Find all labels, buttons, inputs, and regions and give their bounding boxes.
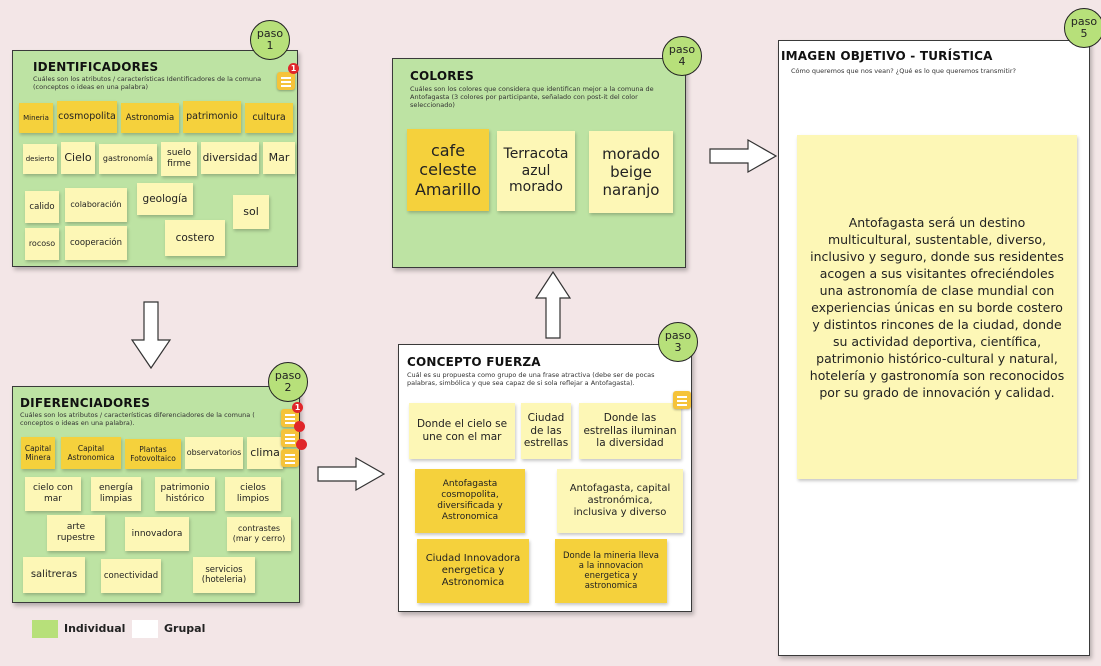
sticky-note: desierto (23, 144, 57, 174)
comment-icon[interactable] (673, 391, 691, 409)
sticky-note: Terracota azul morado (497, 131, 575, 211)
notification-badge: 1 (288, 63, 299, 74)
notification-badge: 1 (292, 402, 303, 413)
panel-subtitle: Cuál es su propuesta como grupo de una f… (407, 371, 655, 387)
arrow-up-icon (534, 270, 572, 339)
panel-title: CONCEPTO FUERZA (407, 355, 541, 369)
step-badge: paso 1 (250, 20, 290, 60)
sticky-note: Ciudad de las estrellas (521, 403, 571, 459)
sticky-note: colaboración (65, 188, 127, 222)
objective-text: Antofagasta será un destino multicultura… (809, 214, 1065, 400)
objective-sticky-note: Antofagasta será un destino multicultura… (797, 135, 1077, 479)
sticky-note: Mineria (19, 103, 53, 133)
step-badge: paso 5 (1064, 8, 1101, 48)
sticky-note: servicios (hoteleria) (193, 557, 255, 593)
step-label: paso 2 (274, 369, 302, 394)
panel-subtitle: Cuáles son los atributos / característic… (33, 75, 262, 91)
sticky-note: calido (25, 191, 59, 223)
arrow-right-icon (317, 456, 386, 492)
panel-identificadores: IDENTIFICADORES Cuáles son los atributos… (12, 50, 299, 267)
sticky-note: cooperación (65, 226, 127, 260)
comment-icon[interactable] (277, 72, 295, 90)
sticky-note: Capital Astronomica (61, 437, 121, 469)
panel-title: IMAGEN OBJETIVO - TURÍSTICA (781, 49, 993, 63)
panel-imagen-objetivo: IMAGEN OBJETIVO - TURÍSTICA Cómo queremo… (778, 40, 1090, 656)
sticky-note: Cielo (61, 142, 95, 174)
sticky-note: Donde el cielo se une con el mar (409, 403, 515, 459)
sticky-note: morado beige naranjo (589, 131, 673, 213)
step-badge: paso 2 (268, 362, 308, 402)
sticky-note: cafe celeste Amarillo (407, 129, 489, 211)
sticky-note: Antofagasta cosmopolita, diversificada y… (415, 469, 525, 533)
sticky-note: suelo firme (161, 142, 197, 176)
legend-label-grupal: Grupal (164, 622, 206, 635)
comment-icon[interactable] (281, 449, 299, 467)
step-label: paso 3 (664, 329, 692, 354)
sticky-note: rocoso (25, 228, 59, 260)
sticky-note: gastronomía (99, 144, 157, 174)
arrow-right-icon (709, 138, 778, 174)
sticky-note: cielo con mar (25, 477, 81, 511)
step-label: paso 4 (668, 43, 696, 68)
sticky-note: salitreras (23, 557, 85, 593)
sticky-note: Capital Minera (21, 437, 55, 469)
notification-badge (296, 439, 307, 450)
sticky-note: geología (137, 183, 193, 215)
panel-diferenciadores: DIFERENCIADORES Cuáles son los atributos… (12, 386, 307, 603)
step-label: paso 5 (1070, 15, 1098, 40)
comment-icon[interactable] (281, 429, 299, 447)
step-badge: paso 4 (662, 36, 702, 76)
sticky-note: observatorios (185, 437, 243, 469)
sticky-note: cielos limpios (225, 477, 281, 511)
sticky-note: diversidad (201, 142, 259, 174)
sticky-note: costero (165, 220, 225, 256)
sticky-note: sol (233, 195, 269, 229)
panel-subtitle: Cuáles son los atributos / característic… (20, 411, 255, 427)
sticky-note: patrimonio histórico (155, 477, 215, 511)
panel-title: COLORES (410, 69, 474, 83)
sticky-note: patrimonio (183, 101, 241, 133)
sticky-note: arte rupestre (47, 515, 105, 551)
sticky-note: cosmopolita (57, 101, 117, 133)
sticky-note: contrastes (mar y cerro) (227, 517, 291, 551)
panel-subtitle: Cuáles son los colores que considera que… (410, 85, 654, 109)
legend-swatch-grupal (132, 620, 158, 638)
sticky-note: cultura (245, 103, 293, 133)
sticky-note: clima (247, 437, 283, 469)
sticky-note: conectividad (101, 559, 161, 593)
notification-badge (294, 421, 305, 432)
legend-label-individual: Individual (64, 622, 126, 635)
panel-colores: COLORES Cuáles son los colores que consi… (392, 58, 686, 268)
step-badge: paso 3 (658, 322, 698, 362)
sticky-note: Ciudad Innovadora energetica y Astronomi… (417, 539, 529, 603)
panel-title: DIFERENCIADORES (20, 396, 151, 410)
sticky-note: Donde la mineria lleva a la innovacion e… (555, 539, 667, 603)
panel-concepto-fuerza: CONCEPTO FUERZA Cuál es su propuesta com… (398, 344, 692, 612)
panel-title: IDENTIFICADORES (33, 60, 159, 74)
sticky-note: Plantas Fotovoltaico (125, 439, 181, 469)
sticky-note: Astronomia (121, 103, 179, 133)
legend-swatch-individual (32, 620, 58, 638)
sticky-note: innovadora (125, 517, 189, 551)
panel-subtitle: Cómo queremos que nos vean? ¿Qué es lo q… (791, 67, 1016, 75)
sticky-note: Antofagasta, capital astronómica, inclus… (557, 469, 683, 533)
sticky-note: Mar (263, 142, 295, 174)
sticky-note: Donde las estrellas iluminan la diversid… (579, 403, 681, 459)
step-label: paso 1 (256, 27, 284, 52)
sticky-note: energía limpias (91, 477, 141, 511)
arrow-down-icon (130, 301, 172, 370)
